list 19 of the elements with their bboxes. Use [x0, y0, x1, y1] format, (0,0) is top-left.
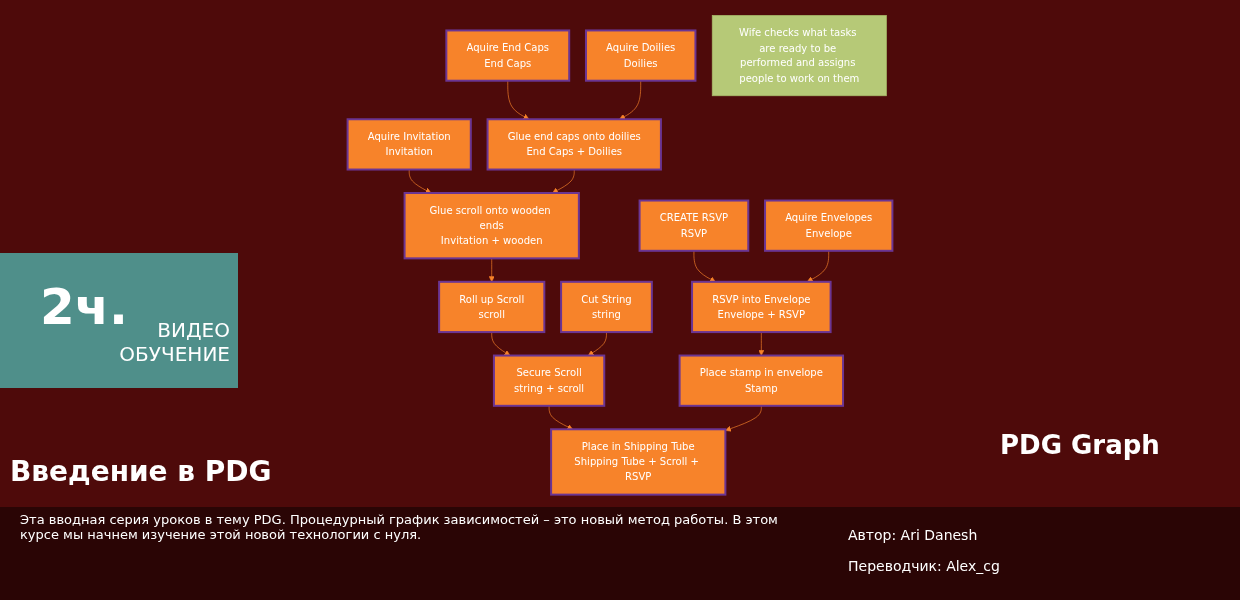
node-box: Cut String string [560, 280, 653, 334]
node-box: Wife checks what tasks are ready to be performed and assigns people to work on them [711, 15, 887, 97]
node-box: RSVP into Envelope Envelope + RSVP [691, 280, 832, 334]
node-box: Place stamp in envelope Stamp [678, 354, 845, 407]
translator-text: Переводчик: Alex_cg [848, 558, 1000, 574]
title: Введение в PDG [10, 455, 272, 488]
description: Эта вводная серия уроков в тему PDG. Процедурный график зависимостей – это новый метод работы. В этом курсе мы начнем изучение этой новой технологии с нуля. [20, 512, 779, 542]
author-text: Автор: Ari Danesh [848, 527, 978, 543]
node-box: Glue scroll onto wooden ends Invitation + wooden [403, 192, 580, 260]
node-box: Place in Shipping Tube Shipping Tube + Scroll + RSVP [550, 428, 727, 496]
node-box: CREATE RSVP RSVP [638, 199, 750, 252]
node-box: Glue end caps onto doilies End Caps + Doilies [486, 118, 662, 171]
node-box: Roll up Scroll scroll [438, 280, 546, 334]
node-box: Secure Scroll string + scroll [492, 354, 606, 407]
graph-title: PDG Graph [1000, 430, 1160, 460]
node-box: Aquire Envelopes Envelope [764, 199, 894, 252]
node-box: Aquire End Caps End Caps [445, 29, 571, 82]
node-box: Aquire Doilies Doilies [584, 29, 697, 82]
node-box: Aquire Invitation Invitation [346, 118, 472, 171]
